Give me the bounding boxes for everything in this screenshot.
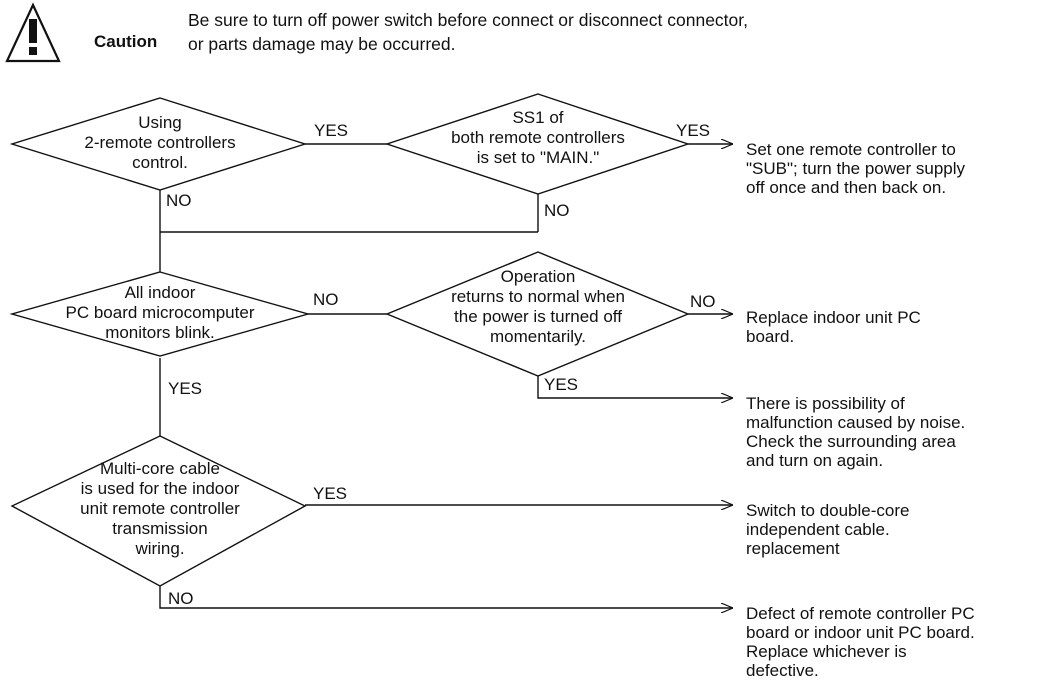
label-d5-no: NO	[168, 589, 194, 608]
result-2-line-2: board.	[746, 327, 794, 346]
decision-diamond-3	[9, 271, 311, 357]
result-3-line-4: and turn on again.	[746, 451, 883, 470]
result-3-line-2: malfunction caused by noise.	[746, 413, 965, 432]
decision-2-line-2: both remote controllers	[451, 128, 625, 147]
decision-3-line-3: monitors blink.	[105, 323, 215, 342]
result-1-line-1: Set one remote controller to	[746, 140, 956, 159]
result-4-line-1: Switch to double-core	[746, 501, 909, 520]
label-d4-yes: YES	[544, 375, 578, 394]
result-2-line-1: Replace indoor unit PC	[746, 308, 921, 327]
result-4-line-3: replacement	[746, 539, 840, 558]
result-1-line-2: "SUB"; turn the power supply	[746, 159, 966, 178]
label-d1-no: NO	[166, 191, 192, 210]
decision-2-line-3: is set to "MAIN."	[477, 148, 600, 167]
decision-4-line-2: returns to normal when	[451, 287, 625, 306]
result-1-line-3: off once and then back on.	[746, 178, 946, 197]
decision-5-line-2: is used for the indoor	[81, 479, 240, 498]
decision-5-line-1: Multi-core cable	[100, 459, 220, 478]
decision-1-line-1: Using	[138, 113, 181, 132]
result-3-line-3: Check the surrounding area	[746, 432, 956, 451]
result-5-line-2: board or indoor unit PC board.	[746, 623, 975, 642]
label-d3-yes: YES	[168, 379, 202, 398]
decision-diamond-2	[384, 93, 691, 195]
caution-notice: Caution Be sure to turn off power switch…	[0, 0, 1044, 80]
decision-1-line-3: control.	[132, 153, 188, 172]
warning-triangle-icon	[5, 2, 61, 63]
decision-2-line-1: SS1 of	[512, 108, 563, 127]
result-5-line-3: Replace whichever is	[746, 642, 907, 661]
decision-3-line-2: PC board microcomputer	[66, 303, 255, 322]
arrow-to-result-5	[159, 585, 733, 608]
decision-4-line-3: the power is turned off	[454, 307, 622, 326]
arrow-to-result-3	[537, 375, 733, 398]
decision-5-line-5: wiring.	[134, 539, 184, 558]
flow-connectors	[159, 144, 733, 608]
result-3-line-1: There is possibility of	[746, 394, 905, 413]
decision-3-line-1: All indoor	[125, 283, 196, 302]
result-5-line-1: Defect of remote controller PC	[746, 604, 975, 623]
label-d5-yes: YES	[313, 484, 347, 503]
decision-1-line-2: 2-remote controllers	[84, 133, 235, 152]
decision-4-line-4: momentarily.	[490, 327, 586, 346]
caution-title: Caution	[94, 32, 158, 51]
label-d1-yes: YES	[314, 121, 348, 140]
caution-message: Be sure to turn off power switch before …	[188, 8, 748, 56]
decision-diamond-4	[385, 251, 690, 377]
result-5-line-4: defective.	[746, 661, 819, 680]
caution-line-2: or parts damage may be occurred.	[188, 34, 456, 54]
label-d4-no: NO	[690, 292, 716, 311]
caution-line-1: Be sure to turn off power switch before …	[188, 10, 748, 30]
decision-5-line-4: transmission	[112, 519, 207, 538]
label-d3-no: NO	[313, 290, 339, 309]
result-4-line-2: independent cable.	[746, 520, 890, 539]
decision-diamond-1	[9, 97, 308, 191]
label-d2-yes: YES	[676, 121, 710, 140]
decision-diamond-5	[10, 435, 307, 587]
label-d2-no: NO	[544, 201, 570, 220]
decision-5-line-3: unit remote controller	[80, 499, 240, 518]
decision-4-line-1: Operation	[501, 267, 576, 286]
